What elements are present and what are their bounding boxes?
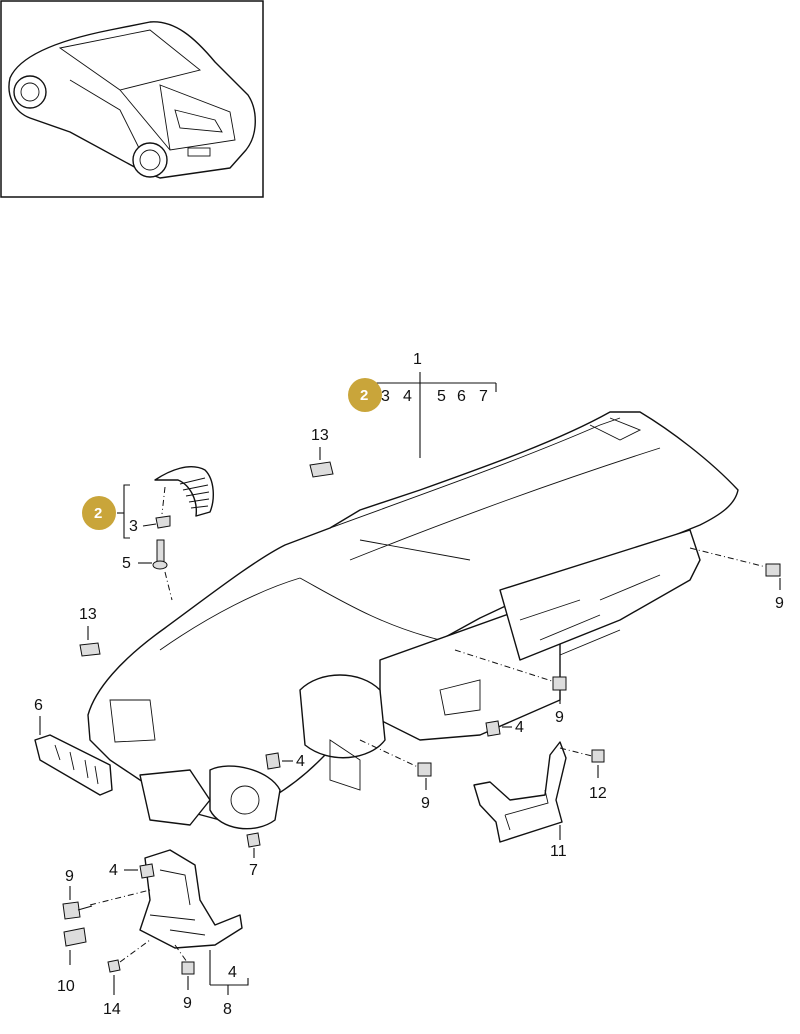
label-9-lower-left: 9 xyxy=(65,868,74,885)
svg-text:2: 2 xyxy=(94,505,102,522)
label-9-bottom: 9 xyxy=(183,995,192,1012)
clip-13-upper: 13 xyxy=(309,427,334,478)
nut-right: 4 xyxy=(485,719,524,737)
label-4-right: 4 xyxy=(515,719,524,736)
label-6: 6 xyxy=(34,697,43,714)
dashboard-panel xyxy=(87,411,739,830)
label-10: 10 xyxy=(57,978,75,995)
bolt-right-top: 9 xyxy=(689,547,784,612)
nut-center: 4 xyxy=(265,752,305,770)
label-11: 11 xyxy=(550,843,567,860)
badge-top: 2 xyxy=(348,378,382,412)
bolt-center: 9 xyxy=(359,739,432,812)
screw-vent: 5 xyxy=(122,539,173,601)
svg-text:2: 2 xyxy=(360,387,368,404)
clip-7: 7 xyxy=(246,832,261,879)
label-vent-clip: 3 xyxy=(129,518,138,535)
bolt-right-mid: 9 xyxy=(454,649,567,726)
group-left: 3 xyxy=(117,484,157,539)
label-4: 4 xyxy=(403,388,412,405)
bracket-right: 11 12 xyxy=(473,741,607,860)
label-4-bottom: 4 xyxy=(228,964,237,981)
label-13-upper: 13 xyxy=(311,427,329,444)
clip-13-lower: 13 xyxy=(79,606,101,657)
label-4-center: 4 xyxy=(296,753,305,770)
label-1: 1 xyxy=(413,351,422,368)
group-top: 1 3 4 5 6 7 xyxy=(368,351,497,458)
label-13-lower: 13 xyxy=(79,606,97,623)
vehicle-thumbnail xyxy=(0,0,264,198)
label-7: 7 xyxy=(479,388,488,405)
label-9-right-top: 9 xyxy=(775,595,784,612)
air-vent xyxy=(154,466,214,529)
label-5: 5 xyxy=(437,388,446,405)
lower-bracket: 4 9 10 14 9 4 8 xyxy=(57,849,249,1018)
badge-left: 2 xyxy=(82,496,116,530)
label-6: 6 xyxy=(457,388,466,405)
label-4-lower-left: 4 xyxy=(109,862,118,879)
label-14: 14 xyxy=(103,1001,121,1018)
label-9-right-mid: 9 xyxy=(555,709,564,726)
label-3: 3 xyxy=(381,388,390,405)
label-screw-5: 5 xyxy=(122,555,131,572)
label-12: 12 xyxy=(589,785,607,802)
trim-strip: 6 xyxy=(34,697,113,796)
label-9-center: 9 xyxy=(421,795,430,812)
label-7: 7 xyxy=(249,862,258,879)
label-8: 8 xyxy=(223,1001,232,1018)
